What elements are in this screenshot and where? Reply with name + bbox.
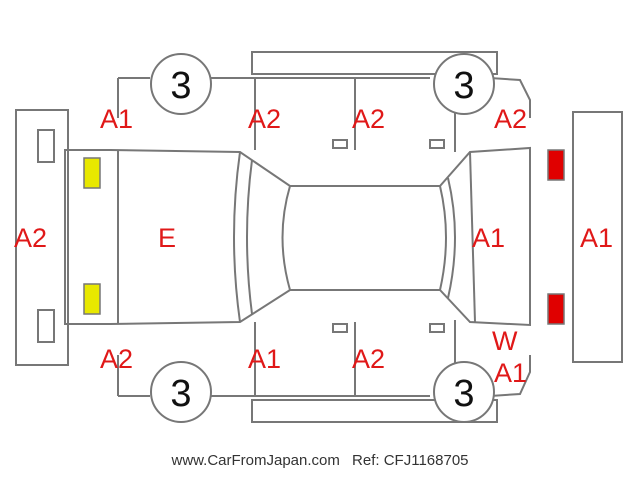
label-front-right-door: A1 — [248, 344, 281, 374]
wheel-rear-right: 3 — [433, 361, 495, 423]
front-headlight-marker — [83, 283, 101, 315]
label-rear-right-door: A2 — [352, 344, 385, 374]
rear-bumper — [572, 111, 623, 363]
label-trunk: A1 — [472, 223, 505, 253]
rear-light-marker — [547, 149, 565, 181]
label-front-bumper: A2 — [14, 223, 47, 253]
left-side-outline — [117, 51, 531, 152]
rear-light-marker — [547, 293, 565, 325]
footer-ref: Ref: CFJ1168705 — [352, 452, 469, 469]
wheel-front-left-label: 3 — [170, 65, 191, 107]
wheel-front-right-label: 3 — [170, 373, 191, 415]
label-rear-right-quarter: A1 — [494, 358, 527, 388]
label-hood: E — [158, 223, 176, 253]
front-bumper — [15, 109, 69, 366]
wheel-front-left: 3 — [150, 53, 212, 115]
wheel-rear-right-label: 3 — [453, 373, 474, 415]
wheel-rear-left-label: 3 — [453, 65, 474, 107]
label-front-left-door: A2 — [248, 104, 281, 134]
label-front-left-fender: A1 — [100, 104, 133, 134]
front-headlight-marker — [83, 157, 101, 189]
footer-site: www.CarFromJapan.com — [171, 452, 340, 469]
label-rear-right-quarter-w: W — [492, 326, 518, 356]
right-side-outline — [117, 320, 531, 423]
wheel-front-right: 3 — [150, 361, 212, 423]
wheel-rear-left: 3 — [433, 53, 495, 115]
label-rear-left-door: A2 — [352, 104, 385, 134]
footer: www.CarFromJapan.com Ref: CFJ1168705 — [0, 452, 640, 469]
label-rear-bumper: A1 — [580, 223, 613, 253]
label-front-right-fender: A2 — [100, 344, 133, 374]
car-condition-diagram: 3 3 3 3 A2 A1 E A1 A1 A2 A2 A2 A2 A1 A2 … — [14, 51, 623, 423]
label-rear-left-quarter: A2 — [494, 104, 527, 134]
car-body — [64, 146, 531, 327]
